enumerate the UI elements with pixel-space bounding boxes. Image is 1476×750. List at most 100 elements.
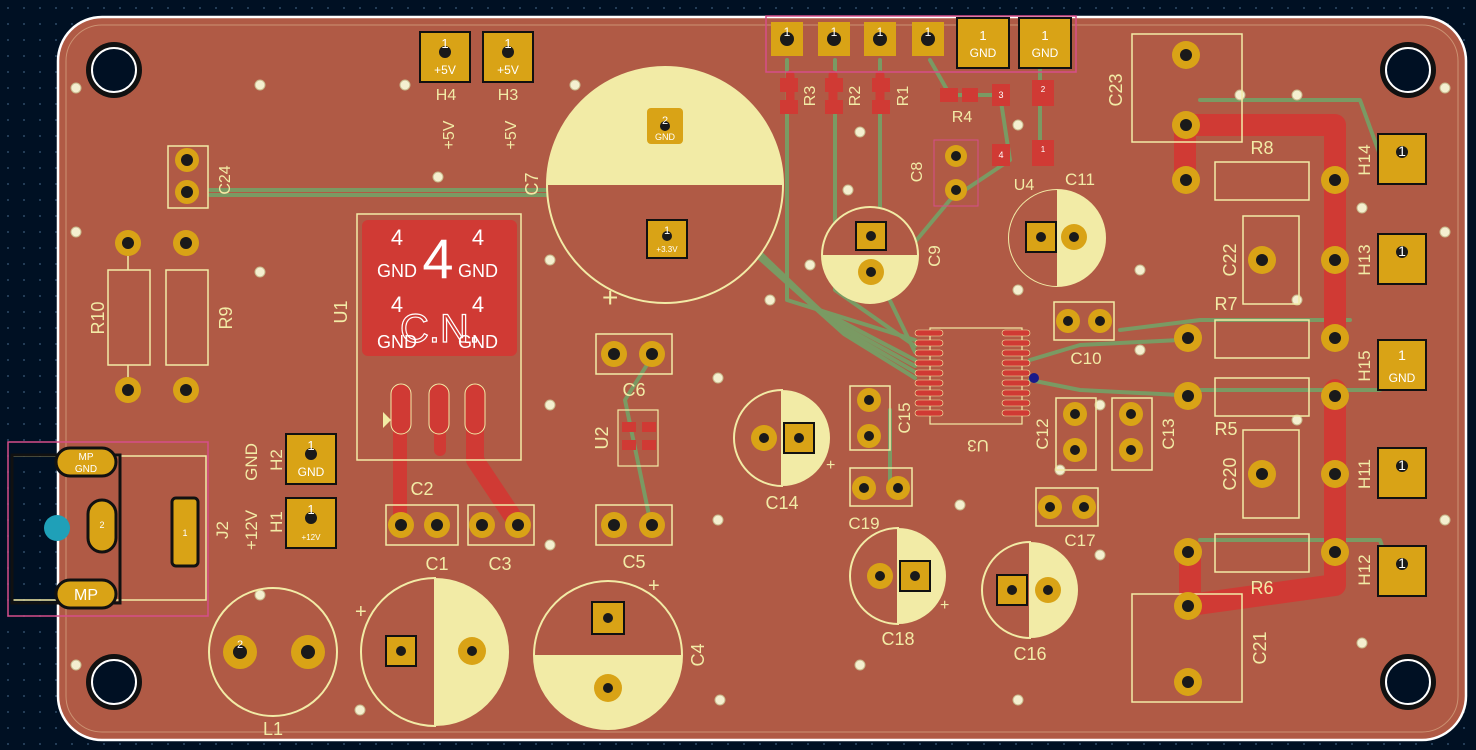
- top-connector: 1 1 1 1 1 GND 1 GND: [765, 15, 1077, 73]
- capacitor-c22[interactable]: C22: [1220, 215, 1349, 305]
- label-c18: C18: [881, 629, 914, 649]
- test-point-h15[interactable]: 1 GND H15: [1355, 339, 1427, 391]
- svg-text:+: +: [355, 601, 367, 623]
- label-r5: R5: [1214, 419, 1237, 439]
- test-point-h3[interactable]: 1 +5V H3 +5V: [482, 31, 534, 149]
- label-u2: U2: [592, 426, 612, 449]
- pad-number: 1: [925, 25, 932, 39]
- top-pin-1[interactable]: 1: [771, 22, 803, 56]
- label-h15: H15: [1355, 350, 1374, 381]
- pad-net: GND: [458, 261, 498, 281]
- label-r6: R6: [1250, 578, 1273, 598]
- test-point-h12[interactable]: 1 H12: [1355, 545, 1427, 597]
- label-r8: R8: [1250, 138, 1273, 158]
- resistor-r7[interactable]: R7: [1174, 294, 1349, 359]
- capacitor-c8[interactable]: C8: [909, 139, 979, 207]
- pad-net: GND: [970, 46, 997, 60]
- label-l1: L1: [263, 719, 283, 739]
- resistor-r1-r3[interactable]: R3 R2 R1: [780, 78, 912, 114]
- label-r4: R4: [952, 109, 973, 126]
- top-pin-2[interactable]: 1: [818, 22, 850, 56]
- board-keepout-outline: [65, 24, 1459, 733]
- capacitor-c19[interactable]: C19: [848, 467, 913, 533]
- inductor-l1[interactable]: 2 L1: [208, 587, 338, 739]
- power-jack-j2[interactable]: MP GND 2 MP 1 J2: [7, 441, 232, 617]
- ic-u3[interactable]: U3: [914, 327, 1039, 455]
- pad-number: 1: [1398, 555, 1406, 571]
- pad-4: 4: [422, 227, 453, 290]
- top-pin-gnd-2[interactable]: 1 GND: [1018, 17, 1072, 69]
- label-h14: H14: [1355, 144, 1374, 175]
- capacitor-c10[interactable]: C10: [1053, 301, 1115, 368]
- pad-4: 4: [391, 292, 403, 317]
- top-pin-gnd-1[interactable]: 1 GND: [956, 17, 1010, 69]
- test-point-h11[interactable]: 1 H11: [1355, 447, 1427, 499]
- label-u4: U4: [1014, 177, 1035, 194]
- capacitor-c21[interactable]: C21: [1131, 592, 1270, 703]
- resistor-r6[interactable]: R6: [1174, 533, 1349, 598]
- label-r7: R7: [1214, 294, 1237, 314]
- pad-number: 1: [1041, 28, 1048, 43]
- regulator-u2[interactable]: U2: [592, 409, 659, 467]
- capacitor-c11[interactable]: C11: [1008, 170, 1106, 287]
- capacitor-c6[interactable]: C6: [595, 333, 673, 400]
- capacitor-c23[interactable]: C23: [1106, 33, 1243, 143]
- capacitor-c16[interactable]: C16: [981, 540, 1078, 664]
- capacitor-c12[interactable]: C12: [1033, 397, 1097, 471]
- pad-number: 2: [662, 115, 668, 127]
- capacitor-c5[interactable]: C5: [595, 504, 673, 572]
- label-c4: C4: [688, 643, 708, 666]
- test-point-h14[interactable]: 1 H14: [1355, 133, 1427, 185]
- pad-4: 4: [472, 225, 484, 250]
- test-point-h4[interactable]: 1 +5V H4 +5V: [419, 31, 471, 149]
- label-c6: C6: [622, 380, 645, 400]
- pad-number: 2: [99, 520, 104, 530]
- test-point-h13[interactable]: 1 H13: [1355, 233, 1427, 285]
- label-h3: H3: [498, 87, 519, 104]
- label-c16: C16: [1013, 644, 1046, 664]
- resistor-r10[interactable]: R10: [88, 230, 151, 403]
- pad-net: GND: [377, 261, 417, 281]
- capacitor-c7[interactable]: 2 GND 1 +3.3V + C7: [522, 66, 784, 313]
- pad-number: 1: [664, 225, 670, 237]
- label-c9: C9: [925, 245, 944, 267]
- capacitor-c20[interactable]: C20: [1220, 429, 1349, 519]
- u4-regulator[interactable]: 3 2 4 1 R4 U4: [940, 80, 1054, 194]
- capacitor-c4[interactable]: + C4: [533, 575, 708, 730]
- pad-net: MP: [79, 452, 94, 463]
- net-label-plus12v: +12V: [242, 509, 261, 550]
- pad-number: 1: [1398, 457, 1406, 473]
- resistor-r8[interactable]: R8: [1172, 138, 1349, 201]
- regulator-u1[interactable]: 4 4 GND GND 4 4 4 GND GND C.N. U1: [331, 213, 522, 461]
- capacitor-c18[interactable]: + C18: [849, 526, 949, 649]
- test-point-h1[interactable]: 1 +12V H1 +12V: [242, 497, 337, 550]
- capacitor-c14[interactable]: + C14: [733, 388, 835, 513]
- top-pin-4[interactable]: 1: [912, 22, 944, 56]
- capacitor-c17[interactable]: C17: [1035, 487, 1099, 550]
- pad-net: GND: [1389, 371, 1416, 385]
- svg-text:+: +: [602, 282, 618, 313]
- board-outline: [56, 15, 1468, 742]
- capacitor-c9[interactable]: C9: [821, 206, 944, 304]
- capacitor-c15[interactable]: C15: [849, 385, 914, 451]
- pad-net: +5V: [434, 63, 456, 77]
- pad-net: GND: [75, 464, 97, 475]
- capacitor-c13[interactable]: C13: [1111, 397, 1178, 471]
- label-r3: R3: [802, 86, 819, 107]
- vias: [70, 79, 1451, 716]
- pad-number: 1: [877, 25, 884, 39]
- capacitor-c24[interactable]: C24: [167, 145, 234, 209]
- label-u1: U1: [331, 300, 351, 323]
- pad-4: 4: [472, 292, 484, 317]
- capacitor-c1-electrolytic[interactable]: +: [355, 576, 509, 728]
- resistor-r5[interactable]: R5: [1174, 377, 1349, 439]
- pad-4: 4: [391, 225, 403, 250]
- net-label-plus5v: +5V: [503, 120, 520, 149]
- mounting-holes: [86, 42, 1436, 710]
- test-point-h2[interactable]: 1 GND H2 GND: [242, 433, 337, 485]
- label-c2: C2: [410, 479, 433, 499]
- capacitor-c1-c2-c3[interactable]: C2 C1 C3: [385, 479, 535, 574]
- pad-number: 2: [237, 639, 243, 651]
- top-pin-3[interactable]: 1: [864, 22, 896, 56]
- resistor-r9[interactable]: R9: [165, 230, 236, 403]
